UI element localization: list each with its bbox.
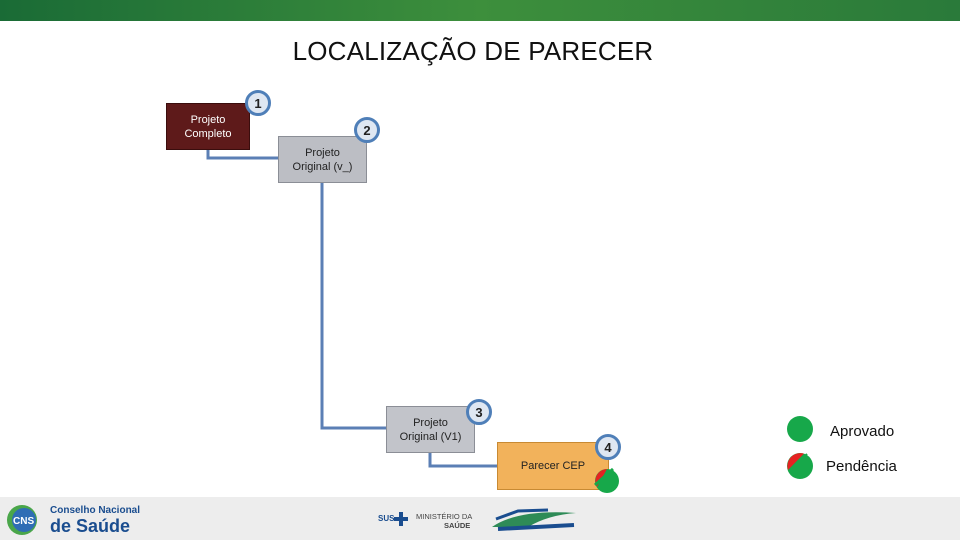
connector-3-4 — [428, 453, 497, 468]
sus-label: SUS — [378, 514, 395, 523]
page-title: LOCALIZAÇÃO DE PARECER — [292, 36, 654, 66]
cns-line1: Conselho Nacional — [50, 505, 141, 516]
legend-pending-label: Pendência — [826, 458, 897, 475]
node-label: Parecer CEP — [520, 460, 586, 472]
brasil-logo — [492, 508, 576, 531]
node-projeto-original-v1[interactable]: Projeto Original (V1) — [386, 406, 475, 453]
ministry-line2: SAÚDE — [444, 521, 471, 530]
step-badge-2: 2 — [354, 117, 380, 143]
node-projeto-completo[interactable]: Projeto Completo — [166, 103, 250, 150]
footer-bar — [0, 497, 960, 540]
top-banner — [0, 0, 960, 21]
node-label: Projeto Completo — [184, 113, 232, 140]
svg-text:CNS: CNS — [13, 516, 34, 527]
cns-line2: de Saúde — [50, 516, 131, 536]
cns-logo: CNS — [7, 505, 37, 535]
node-projeto-original-v[interactable]: Projeto Original (v_) — [278, 136, 367, 183]
sus-cross-icon — [394, 512, 408, 526]
step-badge-3: 3 — [466, 399, 492, 425]
connector-2-3 — [320, 183, 386, 430]
step-badge-4: 4 — [595, 434, 621, 460]
ministry-label: MINISTÉRIO DA SAÚDE — [416, 512, 472, 530]
node-label: Projeto Original (V1) — [399, 416, 462, 443]
connector-1-2 — [206, 150, 278, 160]
step-badge-1: 1 — [245, 90, 271, 116]
legend-approved-label: Aprovado — [830, 423, 895, 440]
pending-legend-icon — [787, 453, 813, 479]
pending-status-icon — [594, 467, 619, 493]
node-label: Projeto Original (v_) — [292, 146, 353, 173]
cns-name: Conselho Nacional de Saúde — [50, 505, 140, 536]
approved-legend-icon — [787, 416, 813, 442]
node-parecer-cep[interactable]: Parecer CEP — [497, 442, 609, 490]
ministry-line1: MINISTÉRIO DA — [416, 512, 473, 521]
